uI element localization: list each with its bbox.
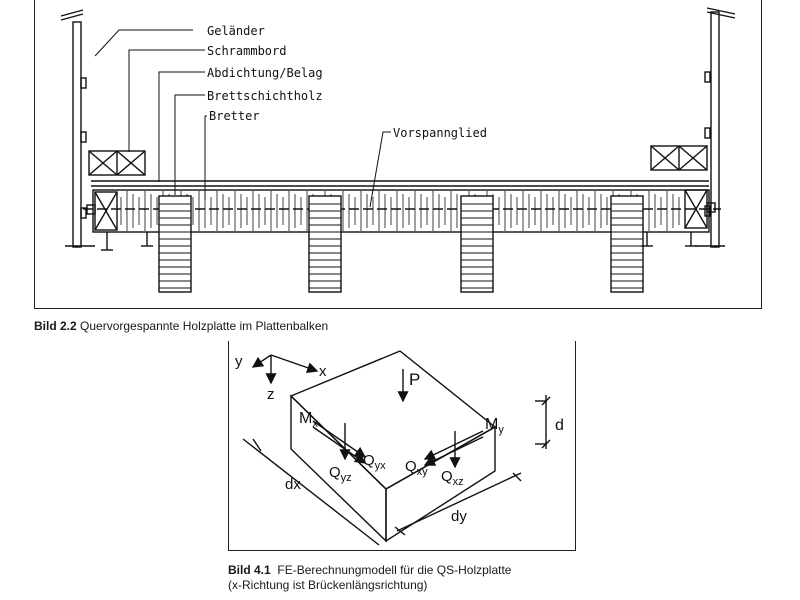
support-feet	[101, 232, 697, 251]
label-vorspannglied: Vorspannglied	[393, 126, 487, 140]
figure1-caption: Bild 2.2 Quervorgespannte Holzplatte im …	[34, 319, 328, 334]
label-p: P	[409, 370, 420, 389]
dy-dimension-line	[396, 472, 522, 532]
glulam-beam	[610, 195, 644, 293]
glulam-beam	[158, 195, 192, 293]
label-bretter: Bretter	[209, 109, 260, 123]
y-axis-arrow	[251, 354, 272, 368]
glulam-beams	[158, 195, 644, 293]
glulam-beam	[308, 195, 342, 293]
figure2-caption-line1: FE-Berechnungmodell für die QS-Holzplatt…	[277, 563, 512, 577]
label-my: My	[485, 416, 504, 436]
label-gelaender: Geländer	[207, 24, 265, 38]
bridge-cross-section-figure: Geländer Schrammbord Abdichtung/Belag Br…	[34, 0, 762, 309]
left-anchor	[86, 191, 118, 231]
label-dy: dy	[451, 508, 467, 525]
plate-front-right-face	[385, 425, 496, 543]
deck-layers	[91, 180, 710, 233]
label-brettschichtholz: Brettschichtholz	[207, 89, 323, 103]
axis-label-z: z	[267, 386, 275, 403]
leader-lines	[94, 29, 391, 208]
left-railing	[60, 9, 95, 248]
fe-plate-model-figure: y x z P d Mx My Qyx Qyz Qxy Qxz dx dy	[228, 341, 576, 551]
figure2-caption-line2: (x-Richtung ist Brückenlängsrichtung)	[228, 578, 428, 592]
label-schrammbord: Schrammbord	[207, 44, 286, 58]
axis-label-x: x	[319, 363, 327, 380]
fe-plate-model-drawing: y x z P d Mx My Qyx Qyz Qxy Qxz dx dy	[235, 350, 564, 546]
right-curb	[650, 145, 708, 171]
label-d: d	[555, 417, 564, 434]
label-abdichtung-belag: Abdichtung/Belag	[207, 66, 323, 80]
dx-dimension-line	[242, 438, 380, 546]
left-curb	[88, 150, 146, 176]
axis-label-y: y	[235, 353, 243, 370]
label-mx: Mx	[299, 410, 318, 430]
label-qxz: Qxz	[441, 468, 464, 488]
right-anchor	[684, 189, 716, 229]
label-qyz: Qyz	[329, 464, 352, 484]
figure1-caption-number: Bild 2.2	[34, 319, 77, 333]
figure2-caption-number: Bild 4.1	[228, 563, 271, 577]
label-qyx: Qyx	[363, 452, 386, 472]
figure1-caption-text: Quervorgespannte Holzplatte im Plattenba…	[80, 319, 329, 333]
glulam-beam	[460, 195, 494, 293]
label-qxy: Qxy	[405, 458, 428, 478]
figure2-caption: Bild 4.1 FE-Berechnungmodell für die QS-…	[228, 563, 511, 593]
bridge-cross-section-drawing: Geländer Schrammbord Abdichtung/Belag Br…	[60, 7, 736, 293]
label-dx: dx	[285, 476, 301, 493]
x-axis-arrow	[270, 354, 319, 374]
